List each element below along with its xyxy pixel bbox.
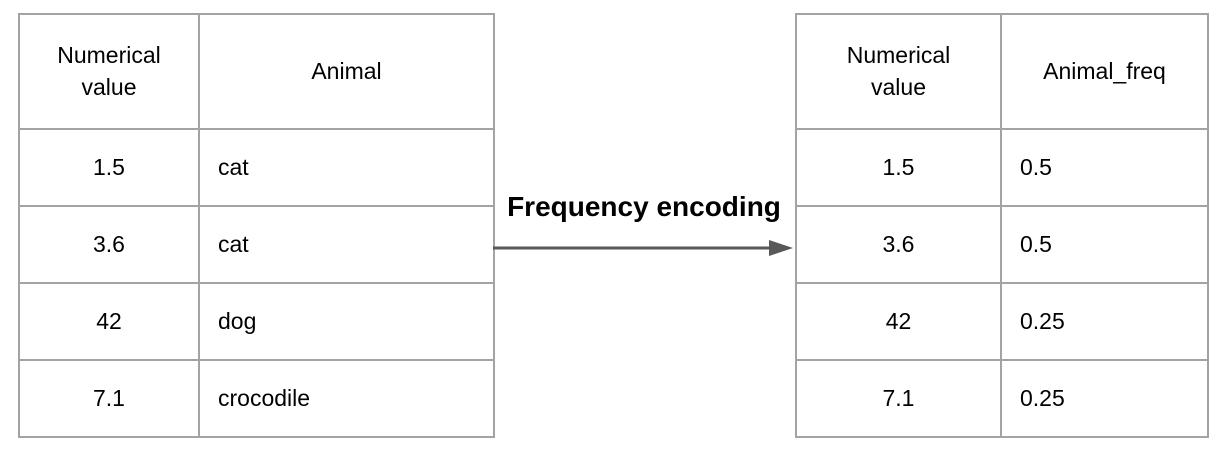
data-cell: 0.25 xyxy=(1000,359,1209,438)
data-cell: 7.1 xyxy=(18,359,200,438)
data-cell: 42 xyxy=(795,282,1002,361)
data-cell: 42 xyxy=(18,282,200,361)
transform-label: Frequency encoding xyxy=(507,191,781,222)
arrow-head xyxy=(769,240,793,256)
data-cell: 1.5 xyxy=(18,128,200,207)
data-cell: 3.6 xyxy=(18,205,200,284)
data-cell: dog xyxy=(198,282,495,361)
data-cell: 3.6 xyxy=(795,205,1002,284)
table-row: 7.1 0.25 xyxy=(795,359,1209,438)
data-cell: 7.1 xyxy=(795,359,1002,438)
table-row: 42 0.25 xyxy=(795,282,1209,361)
input-table: Numerical value Animal 1.5 cat 3.6 cat 4… xyxy=(18,13,495,438)
table-row: 3.6 0.5 xyxy=(795,205,1209,284)
data-cell: cat xyxy=(198,205,495,284)
output-table: Numerical value Animal_freq 1.5 0.5 3.6 … xyxy=(795,13,1209,438)
data-cell: 1.5 xyxy=(795,128,1002,207)
right-arrow-icon xyxy=(493,240,793,256)
table-header-row: Numerical value Animal xyxy=(18,13,495,130)
data-cell: crocodile xyxy=(198,359,495,438)
data-cell: cat xyxy=(198,128,495,207)
header-cell-numerical-value: Numerical value xyxy=(795,13,1002,130)
header-cell-animal: Animal xyxy=(198,13,495,130)
table-row: 1.5 0.5 xyxy=(795,128,1209,207)
table-row: 42 dog xyxy=(18,282,495,361)
table-row: 7.1 crocodile xyxy=(18,359,495,438)
data-cell: 0.5 xyxy=(1000,205,1209,284)
data-cell: 0.25 xyxy=(1000,282,1209,361)
table-row: 3.6 cat xyxy=(18,205,495,284)
table-row: 1.5 cat xyxy=(18,128,495,207)
table-header-row: Numerical value Animal_freq xyxy=(795,13,1209,130)
header-cell-animal-freq: Animal_freq xyxy=(1000,13,1209,130)
data-cell: 0.5 xyxy=(1000,128,1209,207)
header-cell-numerical-value: Numerical value xyxy=(18,13,200,130)
